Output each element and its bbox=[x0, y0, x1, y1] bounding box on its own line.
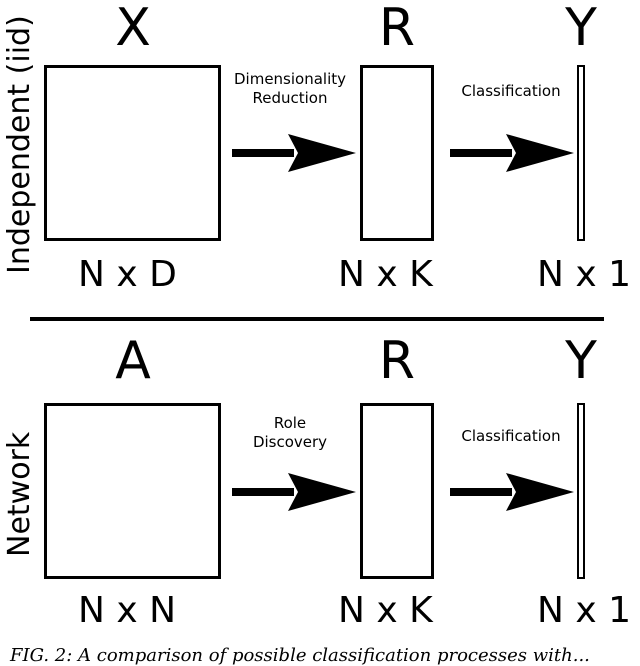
top-arrow-left bbox=[232, 134, 356, 172]
bottom-side-label: Network bbox=[2, 431, 37, 557]
top-matrix-x bbox=[44, 65, 221, 241]
top-arrow-right-label: Classification bbox=[461, 82, 561, 100]
bottom-arrow-left-label-line1: Role bbox=[273, 414, 307, 432]
top-matrix-y bbox=[577, 65, 585, 241]
bottom-matrix-r bbox=[360, 403, 434, 579]
top-matrix-x-dims: N x D bbox=[78, 254, 177, 295]
bottom-arrow-left bbox=[232, 473, 356, 511]
bottom-arrow-right bbox=[450, 473, 574, 511]
bottom-matrix-a-label: A bbox=[115, 331, 151, 391]
bottom-arrow-left-label-line2: Discovery bbox=[252, 432, 328, 451]
bottom-arrow-right-label: Classification bbox=[461, 427, 561, 445]
bottom-matrix-a-dims: N x N bbox=[78, 590, 177, 631]
bottom-matrix-y-label: Y bbox=[565, 331, 597, 391]
top-arrow-left-label-line1: Dimensionality bbox=[233, 70, 347, 88]
top-arrow-right bbox=[450, 134, 574, 172]
top-arrow-left-label-line2: Reduction bbox=[252, 88, 328, 107]
top-arrow-left-label: Dimensionality Reduction bbox=[221, 70, 359, 108]
bottom-arrow-left-label: Role Discovery bbox=[221, 414, 359, 452]
section-divider bbox=[30, 317, 604, 321]
top-matrix-y-dims: N x 1 bbox=[537, 254, 632, 295]
top-matrix-y-label: Y bbox=[565, 0, 597, 58]
bottom-matrix-r-label: R bbox=[378, 331, 416, 391]
bottom-matrix-r-dims: N x K bbox=[338, 590, 433, 631]
figure-caption: FIG. 2: A comparison of possible classif… bbox=[10, 645, 590, 666]
top-side-label: Independent (iid) bbox=[2, 15, 37, 274]
bottom-matrix-a bbox=[44, 403, 221, 579]
top-matrix-x-label: X bbox=[115, 0, 151, 58]
bottom-matrix-y bbox=[577, 403, 585, 579]
bottom-matrix-y-dims: N x 1 bbox=[537, 590, 632, 631]
top-matrix-r bbox=[360, 65, 434, 241]
top-matrix-r-dims: N x K bbox=[338, 254, 433, 295]
top-matrix-r-label: R bbox=[378, 0, 416, 58]
